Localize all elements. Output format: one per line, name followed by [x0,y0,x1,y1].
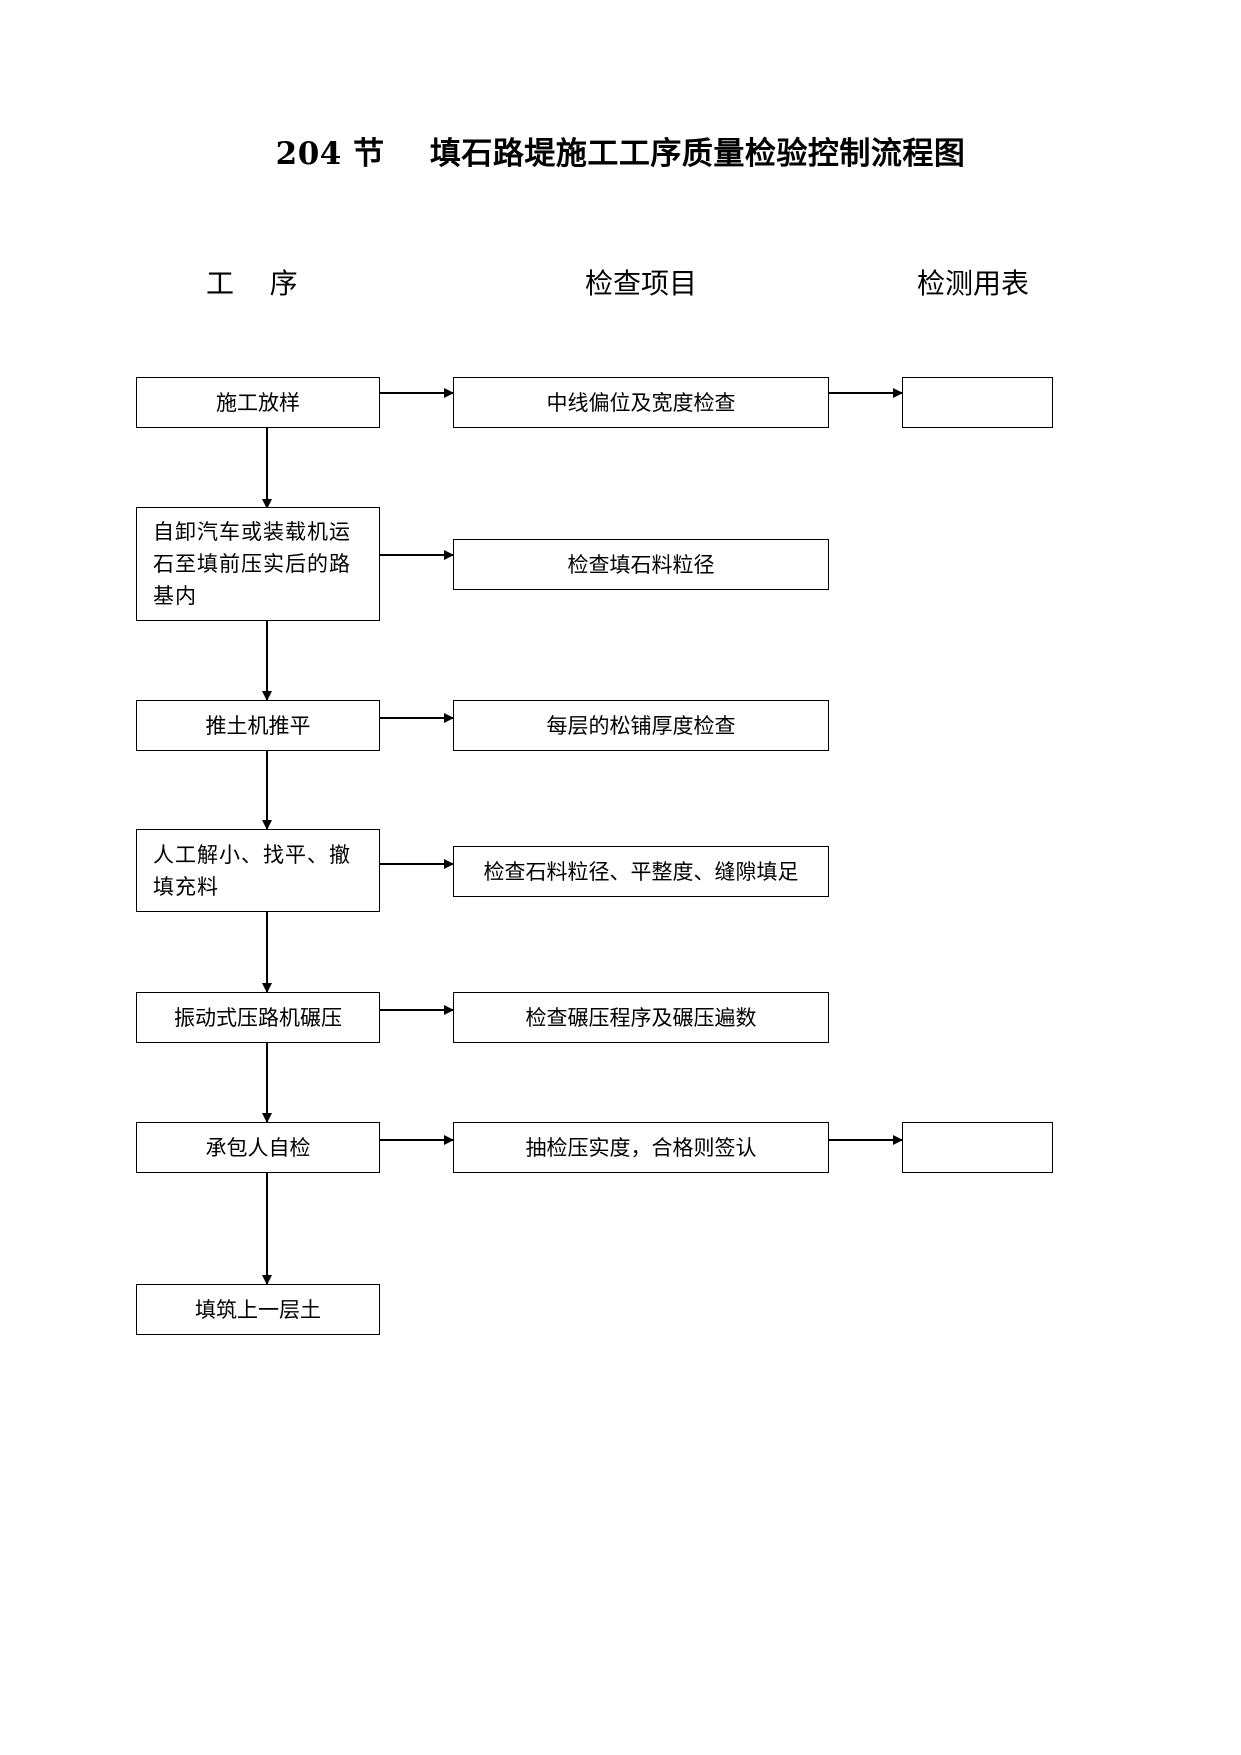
check-item-2: 检查填石料粒径 [453,539,829,590]
process-step-1: 施工放样 [136,377,380,428]
process-step-6: 承包人自检 [136,1122,380,1173]
process-step-3: 推土机推平 [136,700,380,751]
process-step-5: 振动式压路机碾压 [136,992,380,1043]
check-item-1: 中线偏位及宽度检查 [453,377,829,428]
column-header-form: 检测用表 [917,267,1030,300]
check-item-5: 检查碾压程序及碾压遍数 [453,992,829,1043]
check-item-3: 每层的松铺厚度检查 [453,700,829,751]
process-step-7: 填筑上一层土 [136,1284,380,1335]
form-box-1 [902,377,1053,428]
process-step-2: 自卸汽车或装载机运石至填前压实后的路基内 [136,507,380,621]
column-header-check: 检查项目 [585,267,698,300]
column-header-process: 工 序 [206,267,298,300]
check-item-6: 抽检压实度，合格则签认 [453,1122,829,1173]
check-item-4: 检查石料粒径、平整度、缝隙填足 [453,846,829,897]
process-step-4: 人工解小、找平、撤填充料 [136,829,380,912]
form-box-2 [902,1122,1053,1173]
page-title: 204 节 填石路堤施工工序质量检验控制流程图 [275,136,966,172]
